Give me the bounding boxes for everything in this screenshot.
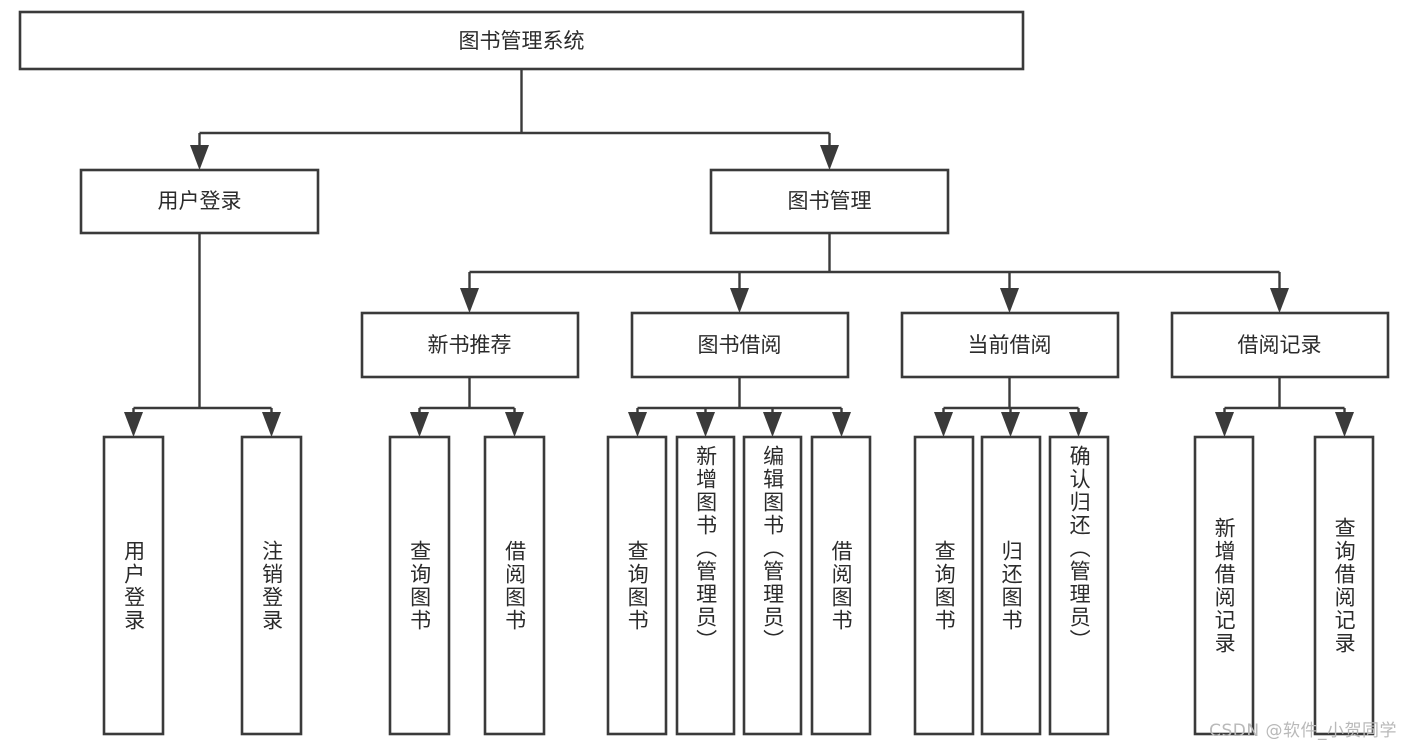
arrow-head-icon [190, 145, 209, 170]
arrow-head-icon [505, 412, 524, 437]
node-borrow-record-label: 借阅记录 [1238, 333, 1322, 357]
arrow-head-icon [832, 412, 851, 437]
node-book-mgmt-label: 图书管理 [788, 189, 872, 213]
node-root-label: 图书管理系统 [459, 29, 585, 53]
arrow-head-icon [1335, 412, 1354, 437]
node-current-borrow-label: 当前借阅 [968, 333, 1052, 357]
node-user-login-box[interactable] [79, 168, 320, 235]
arrow-head-icon [696, 412, 715, 437]
csdn-watermark: CSDN @软件_小贺同学 [1209, 721, 1397, 741]
node-root-box[interactable] [18, 10, 1025, 71]
arrow-head-icon [1000, 288, 1019, 313]
node-book-mgmt-box[interactable] [709, 168, 950, 235]
arrow-head-icon [460, 288, 479, 313]
leaf-box[interactable] [675, 435, 736, 736]
node-box-layer [18, 10, 1390, 736]
node-current-borrow-box[interactable] [900, 311, 1120, 379]
node-user-login-label: 用户登录 [158, 189, 242, 213]
arrow-head-icon [763, 412, 782, 437]
arrow-head-icon [1069, 412, 1088, 437]
leaf-box[interactable] [388, 435, 451, 736]
leaf-box[interactable] [1193, 435, 1255, 736]
node-borrow-record-box[interactable] [1170, 311, 1390, 379]
connector-layer [124, 69, 1354, 437]
leaf-box[interactable] [742, 435, 803, 736]
arrow-head-icon [410, 412, 429, 437]
arrow-head-icon [1270, 288, 1289, 313]
leaf-box[interactable] [810, 435, 872, 736]
leaf-box[interactable] [483, 435, 546, 736]
leaf-box[interactable] [980, 435, 1042, 736]
arrow-head-icon [820, 145, 839, 170]
arrow-head-icon [1215, 412, 1234, 437]
arrow-head-icon [730, 288, 749, 313]
node-new-book-box[interactable] [360, 311, 580, 379]
node-book-borrow-label: 图书借阅 [698, 333, 782, 357]
leaf-box[interactable] [1313, 435, 1375, 736]
leaf-box[interactable] [240, 435, 303, 736]
arrow-head-icon [1001, 412, 1020, 437]
arrow-head-icon [262, 412, 281, 437]
arrow-head-icon [628, 412, 647, 437]
arrow-head-icon [934, 412, 953, 437]
arrow-head-icon [124, 412, 143, 437]
node-new-book-label: 新书推荐 [428, 333, 512, 357]
leaf-box[interactable] [1048, 435, 1110, 736]
leaf-box[interactable] [913, 435, 975, 736]
node-book-borrow-box[interactable] [630, 311, 850, 379]
leaf-box[interactable] [102, 435, 165, 736]
leaf-box[interactable] [606, 435, 668, 736]
node-label-layer: 图书管理系统 用户登录 图书管理 新书推荐 图书借阅 当前借阅 借阅记录 [158, 29, 1322, 357]
